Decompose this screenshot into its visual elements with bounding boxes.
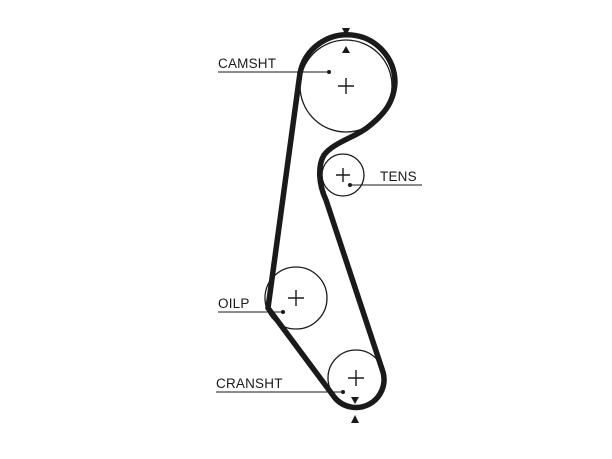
crankshaft-center-cross: [348, 370, 364, 386]
camshaft-leader-dot: [327, 70, 331, 74]
tensioner-leader-dot: [348, 183, 352, 187]
camshaft-timing-mark-inner: [342, 46, 350, 53]
oil-pump-leader-dot: [281, 310, 285, 314]
tensioner-center-cross: [336, 168, 350, 182]
crankshaft-timing-mark-outer: [351, 415, 359, 423]
tensioner-label: TENS: [380, 169, 417, 184]
camshaft-center-cross: [338, 78, 354, 94]
crankshaft-timing-mark-inner: [351, 397, 359, 404]
crankshaft-leader-dot: [341, 390, 345, 394]
crankshaft-label: CRANSHT: [216, 376, 283, 391]
camshaft-timing-mark-outer: [342, 28, 350, 36]
oil-pump-label: OILP: [218, 296, 250, 311]
timing-belt: [265, 32, 398, 411]
oil-pump-pulley: [264, 266, 328, 330]
camshaft-label: CAMSHT: [218, 56, 276, 71]
oil-pump-center-cross: [288, 290, 304, 306]
tensioner-pulley: [321, 153, 365, 197]
